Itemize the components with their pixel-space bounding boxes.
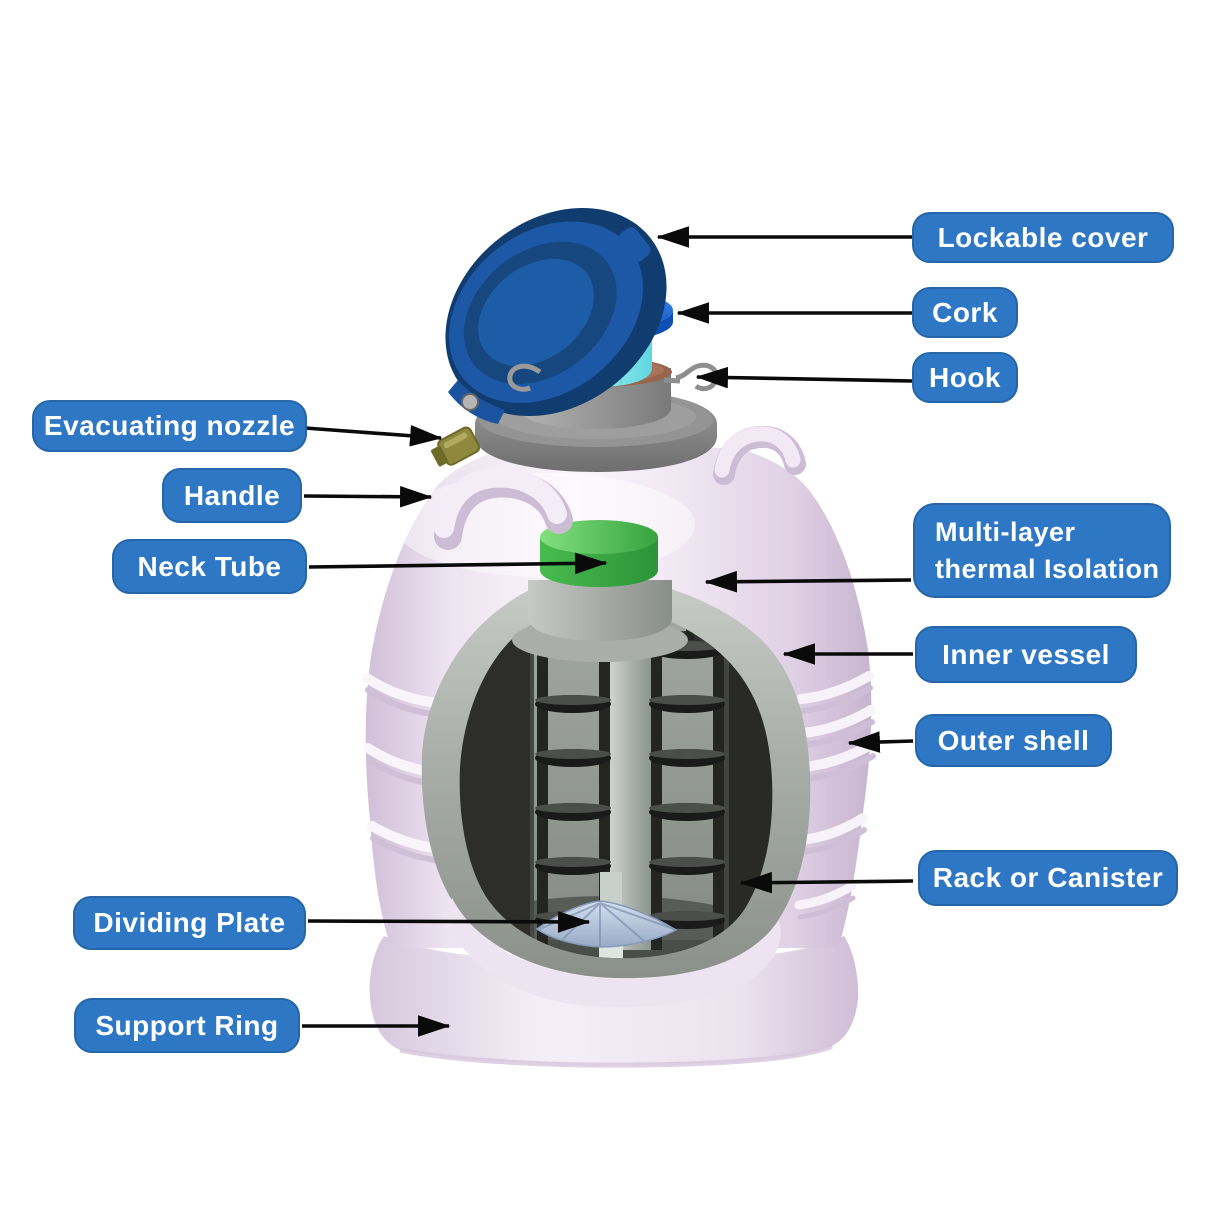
label-rack-or-canister: Rack or Canister — [918, 850, 1178, 906]
label-hook: Hook — [912, 352, 1018, 403]
label-outer-shell: Outer shell — [915, 714, 1112, 767]
handle-right-shape — [713, 425, 806, 485]
label-inner-vessel: Inner vessel — [915, 626, 1137, 683]
label-multi-layer-thermal-isolation: Multi-layer thermal Isolation — [913, 503, 1171, 598]
label-support-ring: Support Ring — [74, 998, 300, 1053]
handle-left-shape — [434, 467, 573, 550]
cutaway-section — [421, 575, 811, 1008]
lockable-cover-shape — [445, 207, 667, 424]
label-neck-tube: Neck Tube — [112, 539, 307, 594]
label-evacuating-nozzle: Evacuating nozzle — [32, 400, 307, 452]
cutaway-front-lip — [443, 898, 781, 1008]
label-dividing-plate: Dividing Plate — [73, 896, 306, 950]
label-handle: Handle — [162, 468, 302, 523]
evacuating-nozzle-shape — [431, 426, 481, 467]
hook-shape — [663, 362, 719, 392]
label-cork: Cork — [912, 287, 1018, 338]
label-lockable-cover: Lockable cover — [912, 212, 1174, 263]
